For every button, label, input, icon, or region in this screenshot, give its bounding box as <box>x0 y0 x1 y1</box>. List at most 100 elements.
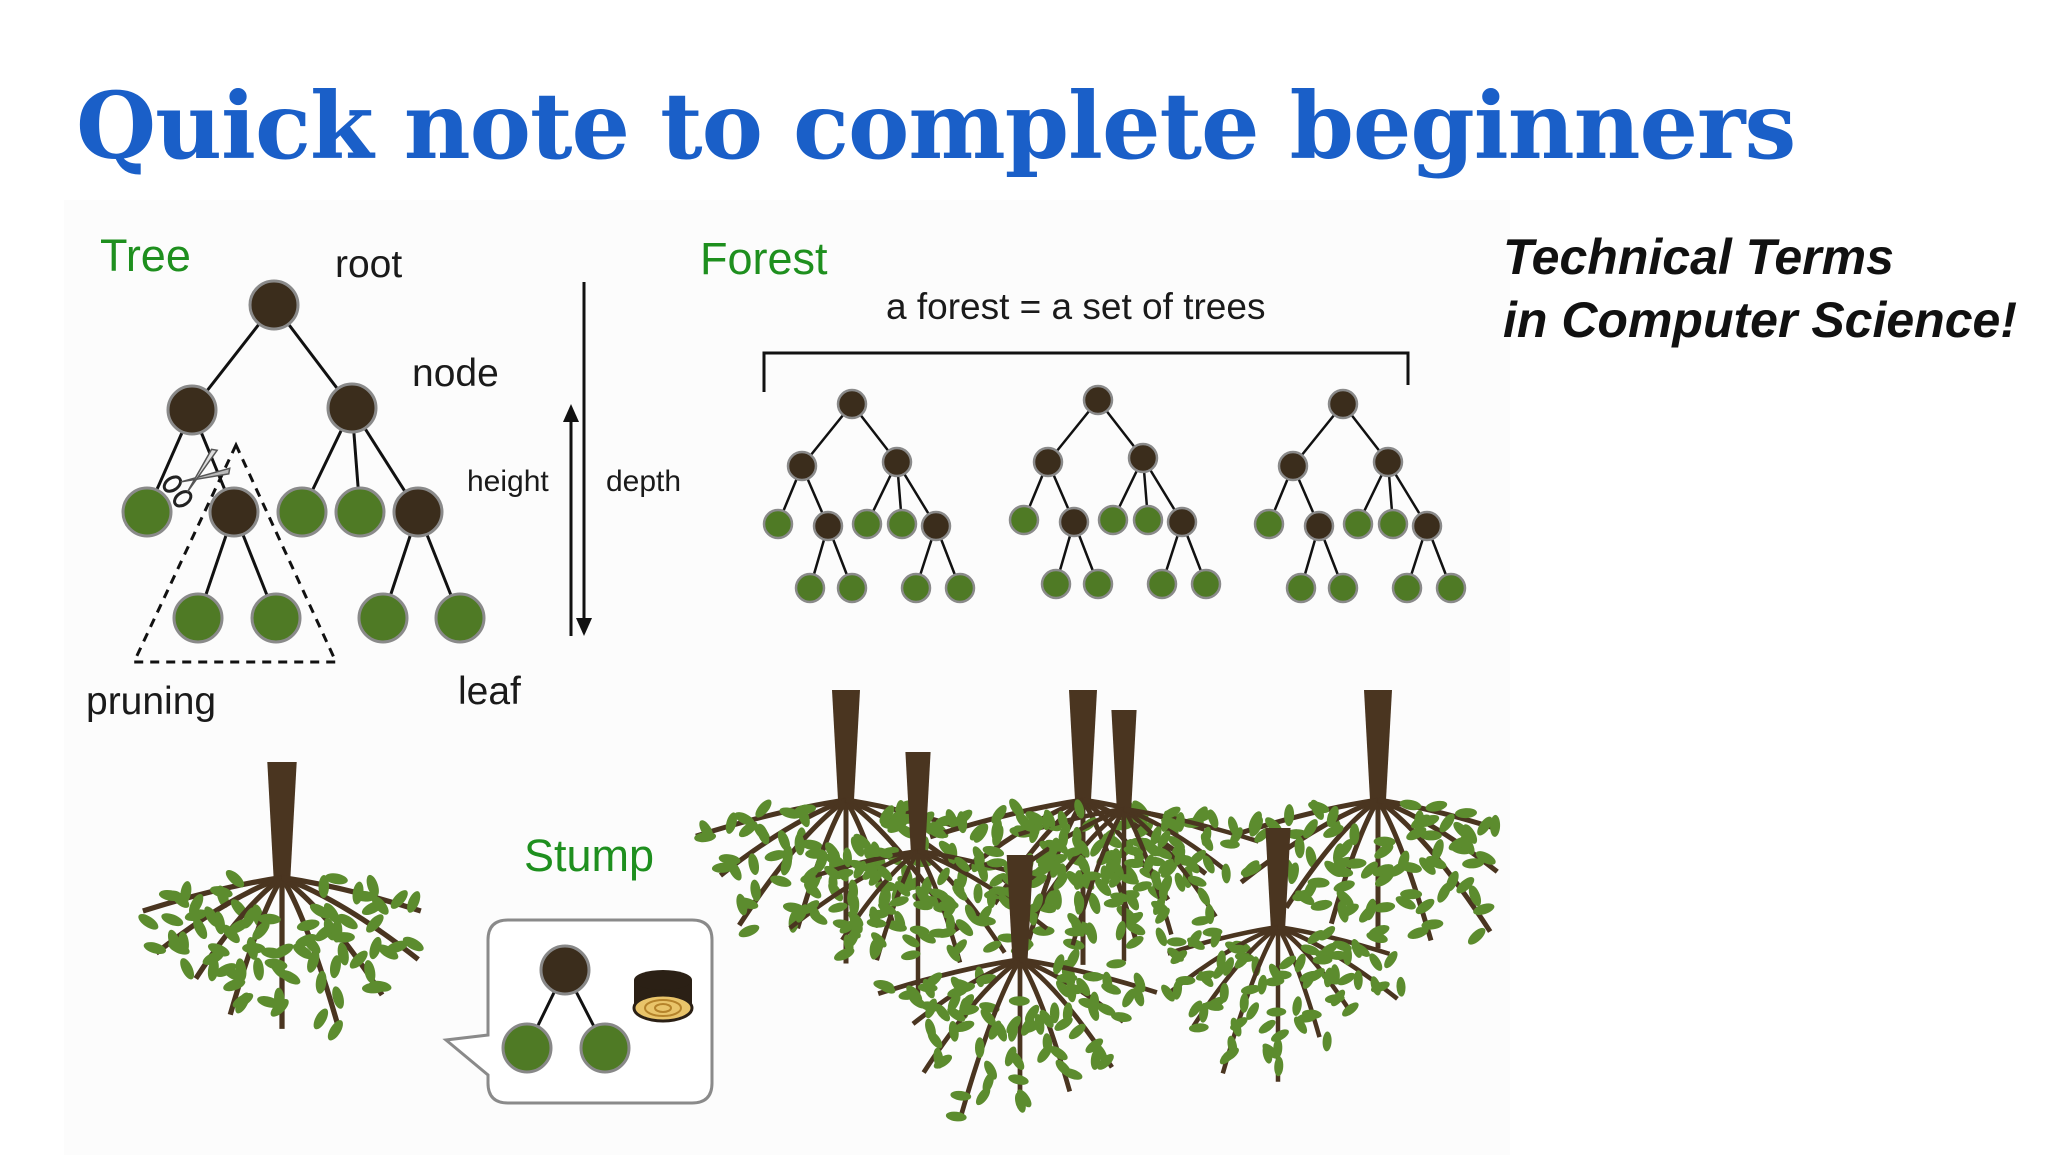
tree-leaf <box>331 919 343 943</box>
forest-leaf-node <box>1097 504 1129 536</box>
tree-leaf <box>1039 1009 1054 1028</box>
forest-leaf-node <box>900 572 932 604</box>
tree-leaf <box>1425 800 1448 812</box>
forest-leaf-node <box>794 572 826 604</box>
tree-leaf <box>1174 872 1186 892</box>
tree-leaf <box>868 909 889 919</box>
tree-leaf <box>1167 947 1184 962</box>
tree-leaf <box>1384 951 1398 969</box>
tree-leaf <box>1161 817 1181 828</box>
tree-leaf <box>850 836 865 857</box>
tree-leaf <box>327 1020 343 1041</box>
tree-leaf <box>711 862 734 873</box>
tree-leaf <box>1043 809 1056 829</box>
tree-leaf <box>223 978 246 992</box>
forest-leaf-node <box>1327 572 1359 604</box>
tree-leaf <box>1229 827 1243 845</box>
tree-leaf <box>1202 855 1215 874</box>
tree-branch <box>1123 806 1260 844</box>
tree-leaf <box>1293 1016 1308 1034</box>
tree-leaf <box>1126 911 1144 926</box>
tree-leaf <box>1007 1020 1018 1042</box>
tree-leaf <box>1198 971 1214 987</box>
tree-leaf <box>1421 919 1444 930</box>
tree-leaf <box>1310 799 1324 820</box>
tree-leaf <box>1262 1044 1273 1064</box>
forest-internal-node <box>786 450 818 482</box>
tree-leaf <box>1188 1023 1209 1033</box>
tree-leaf <box>1374 843 1394 859</box>
tree-leaf <box>207 958 219 982</box>
forest-leaf-node <box>836 572 868 604</box>
tree-leaf <box>1372 864 1394 877</box>
tree-leaf <box>1330 989 1346 1007</box>
forest-leaf-node <box>1008 504 1040 536</box>
tree-leaf <box>1400 889 1423 900</box>
forest-internal-node <box>1411 510 1443 542</box>
tree-leaf <box>1201 826 1212 847</box>
tree-leaf <box>738 821 758 838</box>
forest-internal-node <box>1277 450 1309 482</box>
tree-trunk <box>1069 690 1097 800</box>
tree-leaf <box>1172 979 1183 1000</box>
tree-leaf <box>1333 880 1355 892</box>
tree-leaf <box>1373 902 1396 913</box>
tree-leaf <box>1228 944 1249 954</box>
tree-leaf <box>986 888 996 909</box>
tree-leaf <box>402 936 424 952</box>
tree-leaf <box>1124 858 1144 869</box>
tree-leaf <box>901 950 921 961</box>
tree-leaf <box>1101 983 1122 995</box>
tree-leaf <box>947 1007 966 1022</box>
forest-internal-node <box>1372 446 1404 478</box>
tree-leaf <box>1330 964 1340 984</box>
tree-leaf <box>1462 858 1485 869</box>
tree-leaf <box>824 865 842 880</box>
tree-leaf <box>1110 892 1130 903</box>
tree-nodes <box>121 279 486 644</box>
technical-terms-line-1: Technical Terms <box>1503 229 1894 285</box>
tree-leaf <box>1239 993 1249 1013</box>
tree-leaf <box>986 858 1007 868</box>
tree-leaf <box>180 958 195 980</box>
tree-leaf <box>1088 892 1101 915</box>
illustrated-tree <box>788 752 1049 1009</box>
tree-leaf <box>988 1020 1002 1040</box>
forest-leaf-node <box>1253 508 1285 540</box>
tree-leaf <box>324 873 348 885</box>
technical-terms-line-2: in Computer Science! <box>1503 292 2017 348</box>
tree-leaf <box>1097 1053 1114 1070</box>
tree-leaf <box>1122 988 1136 1008</box>
tree-leaf <box>204 906 220 927</box>
tree-leaf <box>871 932 887 948</box>
tree-leaf <box>1111 1012 1132 1023</box>
tree-leaf <box>1049 1002 1060 1024</box>
tree-leaf <box>1057 810 1068 831</box>
forest-leaf-node <box>1435 572 1467 604</box>
tree-leaf <box>954 1020 975 1033</box>
tree-trunk <box>1006 855 1034 960</box>
tree-leaf <box>842 847 852 868</box>
tree-leaf <box>1351 938 1363 958</box>
tree-leaf <box>895 881 911 897</box>
illustrated-tree <box>1236 690 1501 949</box>
tree-leaf <box>1307 930 1324 945</box>
tree-leaf <box>1068 1023 1086 1040</box>
tree-leaf <box>909 925 930 936</box>
forest-leaf-node <box>1082 568 1114 600</box>
tree-leaf <box>270 998 289 1017</box>
tree-leaf <box>279 970 301 985</box>
illustrated-tree <box>138 762 424 1041</box>
tree-leaf <box>349 950 368 969</box>
tree-leaf <box>1132 986 1145 1007</box>
tree-heading: Tree <box>100 230 191 281</box>
tree-leaf <box>366 914 384 933</box>
tree-leaf <box>1303 819 1318 839</box>
forest-internal-node <box>1303 510 1335 542</box>
tree-leaf <box>738 924 760 938</box>
tree-leaf <box>369 936 382 960</box>
tree-leaf <box>184 909 208 922</box>
tree-leaf <box>809 911 828 925</box>
tree-leaf <box>1157 830 1171 849</box>
leaf-label: leaf <box>458 670 521 713</box>
